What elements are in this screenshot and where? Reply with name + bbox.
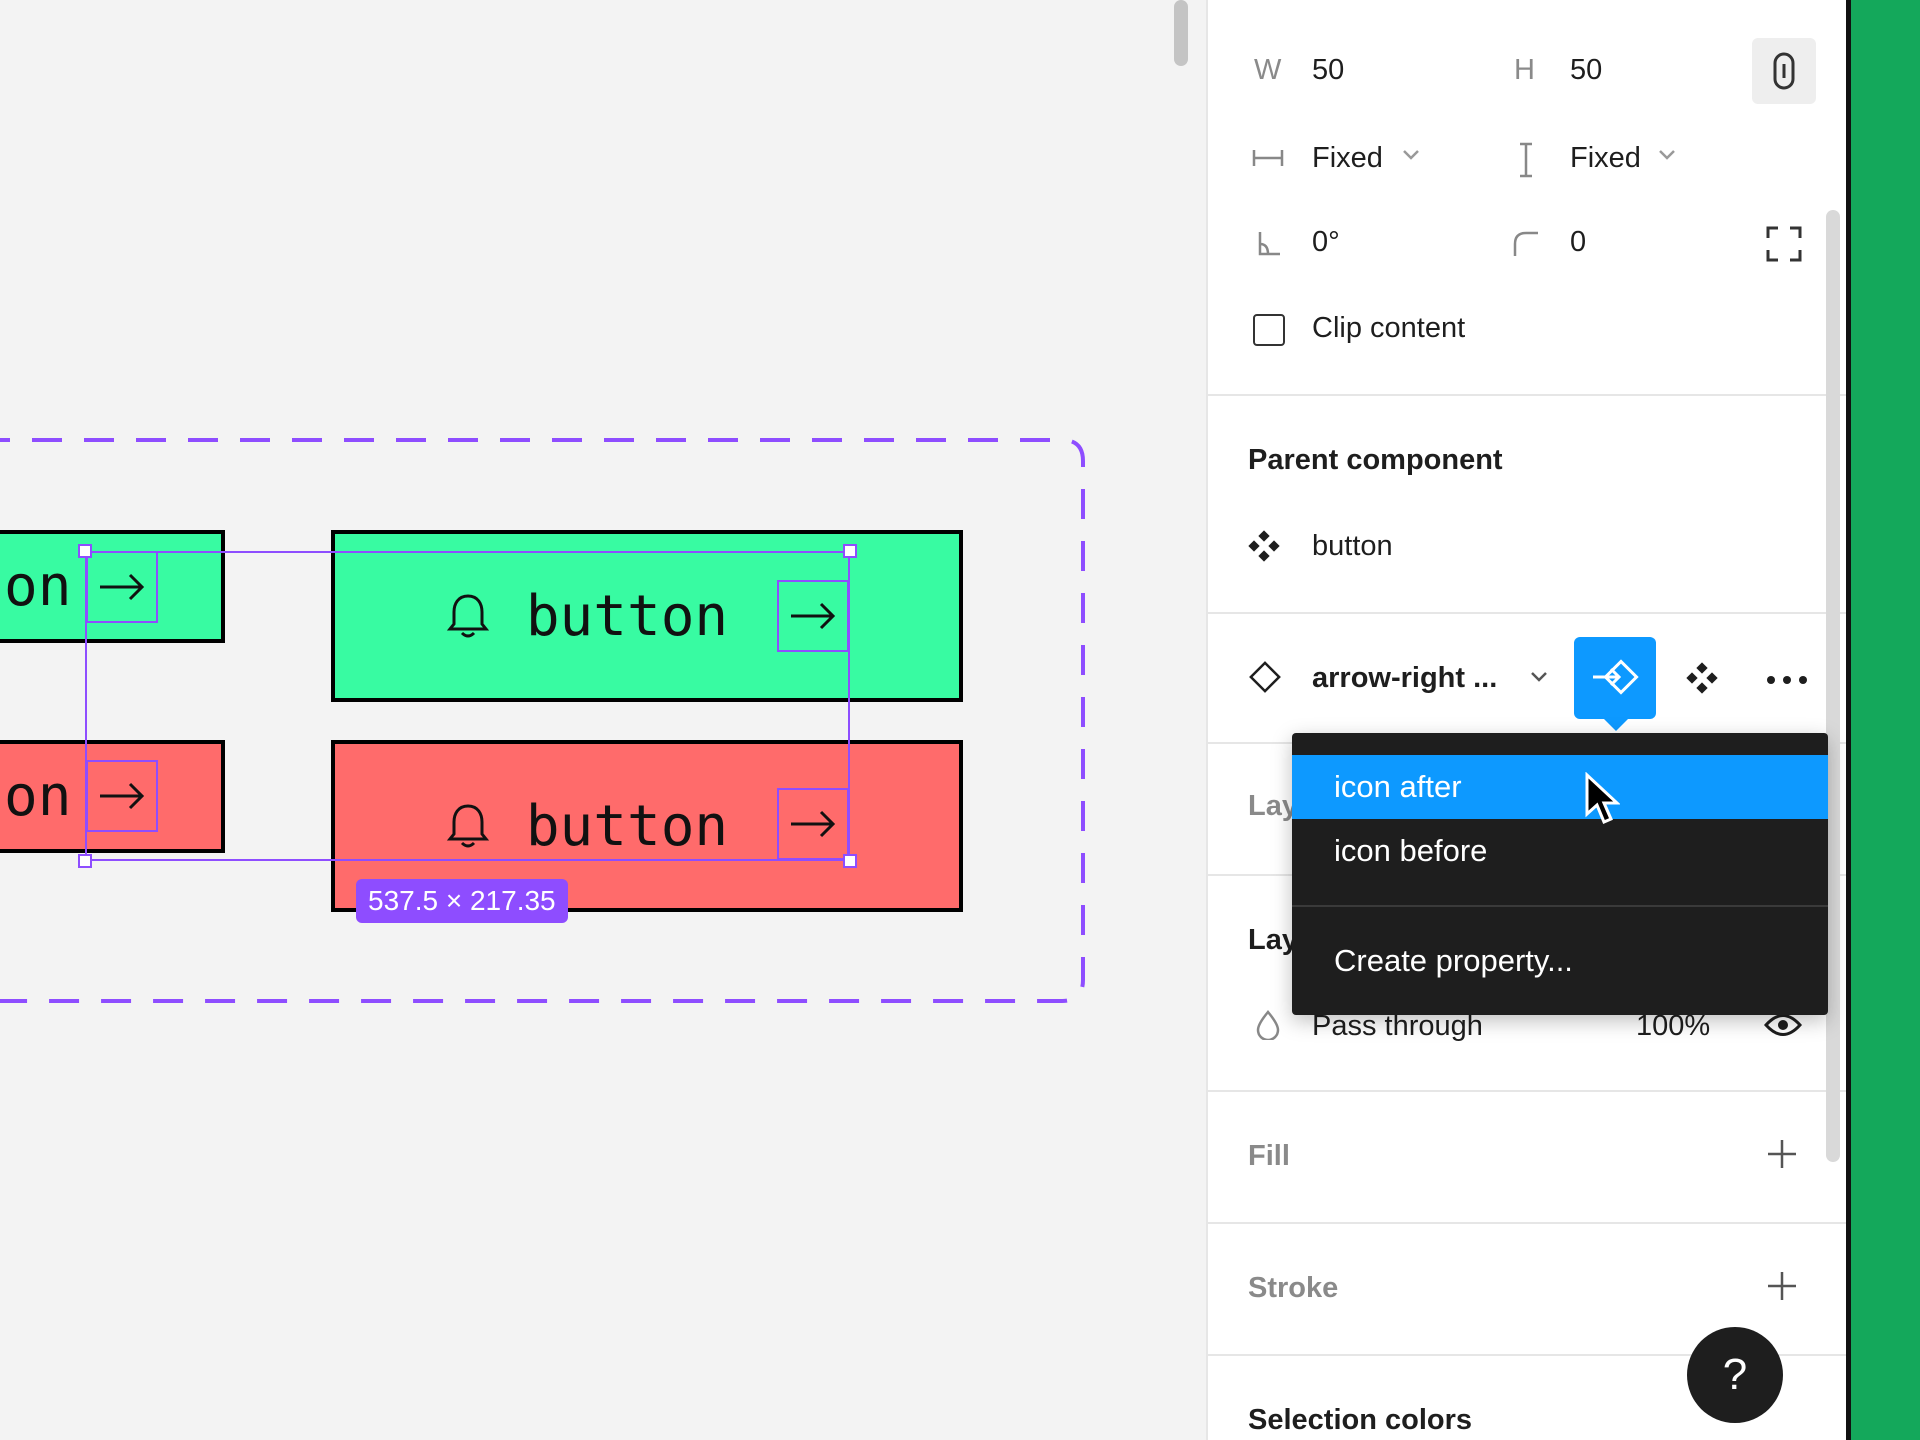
button-label: on (4, 764, 72, 829)
stroke-section-title: Stroke (1248, 1272, 1339, 1304)
menu-divider (1292, 905, 1828, 907)
arrow-right-icon[interactable] (86, 760, 158, 832)
menu-item-icon-before[interactable]: icon before (1334, 833, 1488, 868)
clip-content-label: Clip content (1312, 312, 1466, 344)
add-stroke-icon[interactable] (1766, 1270, 1798, 1307)
cursor-icon (1584, 771, 1621, 831)
width-label: W (1254, 54, 1282, 86)
canvas-scrollbar[interactable] (1174, 0, 1188, 66)
height-mode-select[interactable]: Fixed (1570, 142, 1641, 174)
selection-colors-title: Selection colors (1248, 1404, 1473, 1436)
width-mode-select[interactable]: Fixed (1312, 142, 1383, 174)
chevron-down-icon[interactable] (1402, 148, 1420, 166)
tooltip-caret (1604, 719, 1628, 731)
variant-dropdown-menu: icon after icon before Create property..… (1292, 733, 1828, 1015)
independent-corners-icon[interactable] (1766, 226, 1802, 267)
bell-icon (446, 802, 490, 850)
corner-radius-icon (1512, 230, 1540, 263)
opacity-input[interactable]: 100% (1636, 1010, 1711, 1042)
rotation-input[interactable]: 0° (1312, 226, 1340, 258)
constrain-proportions-button[interactable] (1752, 38, 1816, 104)
component-icon[interactable] (1686, 662, 1718, 699)
parent-component-title: Parent component (1248, 444, 1503, 476)
button-label: on (4, 554, 72, 619)
horizontal-resize-icon (1252, 146, 1284, 175)
chevron-down-icon[interactable] (1658, 148, 1676, 166)
height-label: H (1514, 54, 1535, 86)
blend-mode-select[interactable]: Pass through (1312, 1010, 1483, 1042)
properties-panel (1206, 0, 1851, 1440)
menu-item-icon-after[interactable]: icon after (1292, 755, 1828, 819)
resize-handle[interactable] (78, 854, 92, 868)
divider (1206, 1090, 1846, 1092)
component-set-frame[interactable] (0, 0, 1206, 1440)
parent-component-link[interactable]: button (1312, 530, 1393, 562)
add-fill-icon[interactable] (1766, 1138, 1798, 1175)
menu-item-create-property[interactable]: Create property... (1334, 943, 1573, 978)
vertical-resize-icon (1516, 142, 1536, 183)
resize-handle[interactable] (78, 544, 92, 558)
button-variant-green[interactable]: button (331, 530, 963, 702)
width-input[interactable]: 50 (1312, 54, 1345, 86)
clip-content-checkbox[interactable] (1253, 314, 1285, 346)
divider (1206, 1354, 1846, 1356)
divider (1206, 612, 1846, 614)
corner-radius-input[interactable]: 0 (1570, 226, 1587, 258)
component-icon (1248, 530, 1280, 567)
help-button[interactable]: ? (1687, 1327, 1783, 1423)
button-label: button (525, 793, 729, 859)
more-options-icon[interactable] (1766, 672, 1808, 690)
chevron-down-icon[interactable] (1530, 670, 1548, 688)
bell-icon (446, 592, 490, 640)
window-edge (1846, 0, 1851, 1440)
blend-mode-icon (1256, 1010, 1280, 1045)
resize-handle[interactable] (843, 854, 857, 868)
link-icon (1773, 52, 1795, 90)
panel-scrollbar[interactable] (1826, 210, 1840, 1162)
apply-instance-property-button[interactable] (1574, 637, 1656, 719)
design-canvas[interactable]: on on button button 537.5 × 217.35 (0, 0, 1206, 1440)
resize-handle[interactable] (843, 544, 857, 558)
layer-section-title: Lay (1248, 924, 1298, 956)
height-input[interactable]: 50 (1570, 54, 1603, 86)
fill-section-title: Fill (1248, 1140, 1290, 1172)
instance-swap-icon (1248, 660, 1282, 699)
divider (1206, 1222, 1846, 1224)
selection-box[interactable] (85, 551, 850, 861)
button-label: button (525, 583, 729, 649)
instance-swap-select[interactable]: arrow-right ... (1312, 662, 1498, 694)
instance-property-icon (1593, 659, 1639, 695)
rotation-icon (1256, 230, 1282, 263)
background-strip (1851, 0, 1920, 1440)
divider (1206, 394, 1846, 396)
eye-icon[interactable] (1763, 1012, 1803, 1043)
size-badge: 537.5 × 217.35 (356, 879, 568, 923)
layout-section-title: Lay (1248, 790, 1298, 822)
